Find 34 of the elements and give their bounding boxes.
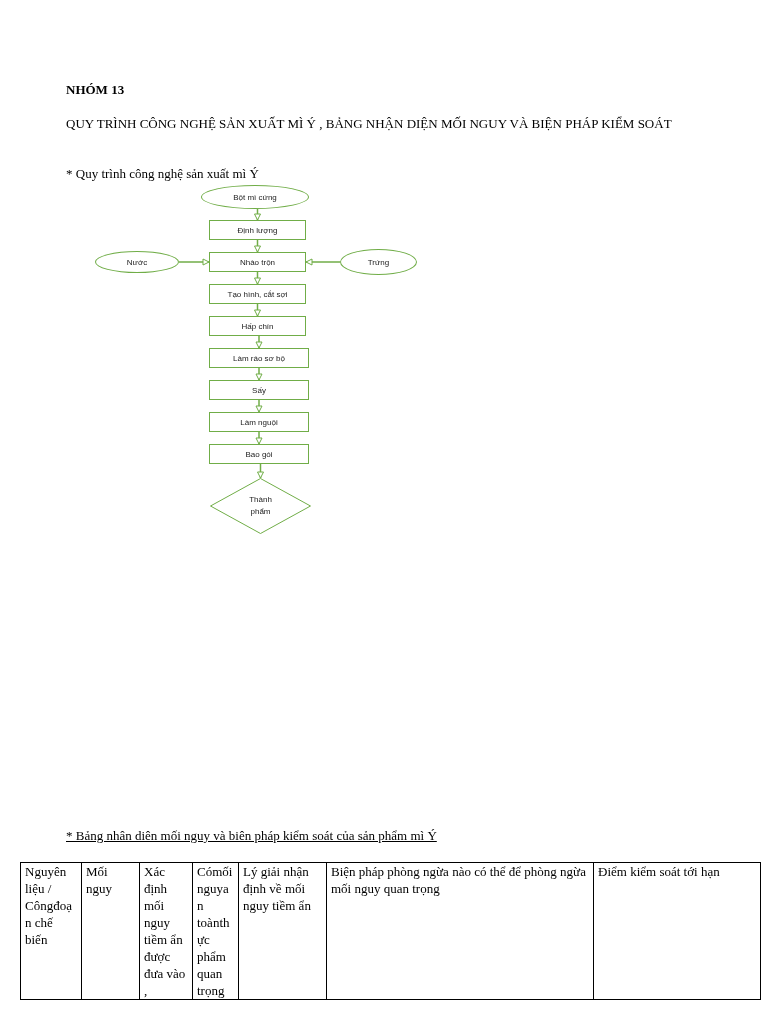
process-box: Sấy [209,380,309,400]
arrow [254,271,261,285]
process-box: Bao gói [209,444,309,464]
group-heading: NHÓM 13 [66,82,125,98]
arrow [305,258,341,266]
column-header: Nguyên liệu / Côngđoạn chế biến [20,862,82,1000]
arrow [254,208,261,221]
process-box: Làm ráo sơ bộ [209,348,309,368]
column-header: Điểm kiểm soát tới hạn [593,862,761,1000]
process-box: Nhào trộn [209,252,306,272]
column-header: Biện pháp phòng ngừa nào có thể để phòng ngừa mối nguy quan trọng [326,862,594,1000]
arrow [257,463,264,479]
document-title: QUY TRÌNH CÔNG NGHỆ SẢN XUẤT MÌ Ý , BẢNG NHẬN DIỆN MỐI NGUY VÀ BIỆN PHÁP KIỂM SOÁT [66,116,672,132]
process-box: Làm nguội [209,412,309,432]
arrow [255,399,263,413]
column-header: Mối nguy [81,862,140,1000]
input-ellipse: Nước [95,251,179,273]
column-header: Cómối nguyan toànthực phẩm quan trọng [192,862,239,1000]
column-header: Xác định mối nguy tiềm ẩn được đưa vào , [139,862,193,1000]
section-heading: * Quy trình công nghệ sản xuất mì Ý [66,166,259,182]
arrow [255,335,263,349]
arrow [255,367,263,381]
process-box: Hấp chín [209,316,306,336]
input-ellipse: Bột mì cứng [201,185,309,209]
input-ellipse: Trứng [340,249,417,275]
arrow [254,303,261,317]
process-box: Định lượng [209,220,306,240]
section-heading: * Bảng nhân diên mối nguy và biên pháp kiểm soát của sản phẩm mì Ý [66,828,437,844]
process-box: Tạo hình, cắt sợi [209,284,306,304]
arrow [254,239,261,253]
column-header: Lý giải nhận định về mối nguy tiềm ẩn [238,862,327,1000]
end-diamond: Thành phẩm [210,478,311,534]
arrow [178,258,210,266]
arrow [255,431,263,445]
